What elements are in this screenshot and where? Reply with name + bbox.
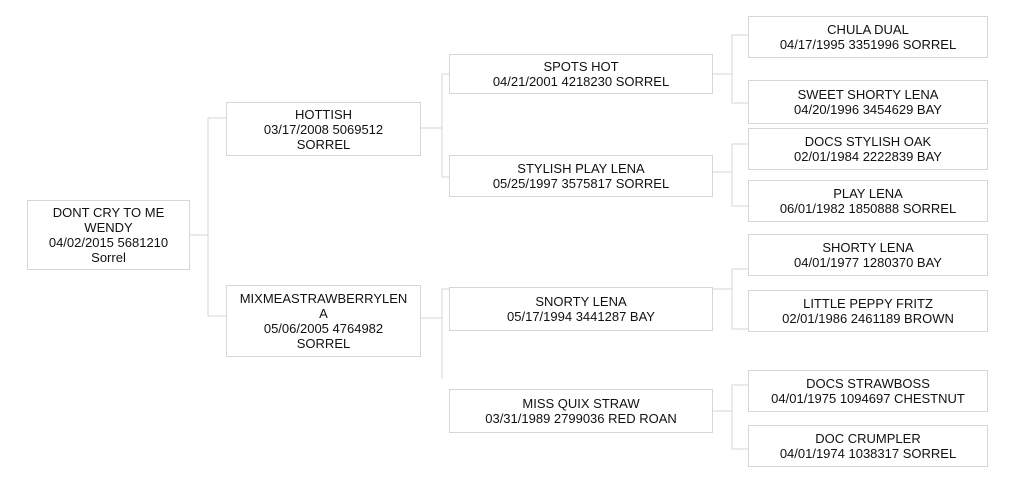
dam-box: MIXMEASTRAWBERRYLEN A 05/06/2005 4764982…: [226, 285, 421, 357]
dam-sire-box: SNORTY LENA 05/17/1994 3441287 BAY: [449, 287, 713, 331]
ggp-name: PLAY LENA: [833, 186, 903, 201]
dam-sire-name: SNORTY LENA: [535, 294, 627, 309]
sire-box: HOTTISH 03/17/2008 5069512 SORREL: [226, 102, 421, 156]
ggp-box-1: CHULA DUAL 04/17/1995 3351996 SORREL: [748, 16, 988, 58]
ggp-box-5: SHORTY LENA 04/01/1977 1280370 BAY: [748, 234, 988, 276]
ggp-box-4: PLAY LENA 06/01/1982 1850888 SORREL: [748, 180, 988, 222]
ggp-details: 04/01/1977 1280370 BAY: [794, 255, 942, 270]
subject-details: 04/02/2015 5681210: [48, 235, 169, 250]
dam-dam-name: MISS QUIX STRAW: [522, 396, 640, 411]
dam-name-line1: MIXMEASTRAWBERRYLEN: [239, 291, 408, 306]
ggp-details: 04/17/1995 3351996 SORREL: [779, 37, 957, 52]
ggp-details: 04/01/1975 1094697 CHESTNUT: [771, 391, 965, 406]
ggp-details: 02/01/1984 2222839 BAY: [794, 149, 942, 164]
ggp-name: SHORTY LENA: [822, 240, 914, 255]
ggp-name: DOCS STYLISH OAK: [804, 134, 932, 149]
ggp-details: 04/20/1996 3454629 BAY: [794, 102, 942, 117]
dam-dam-details: 03/31/1989 2799036 RED ROAN: [485, 411, 677, 426]
subject-name-line1: DONT CRY TO ME: [52, 205, 165, 220]
dam-name-line2: A: [319, 306, 328, 321]
sire-dam-details: 05/25/1997 3575817 SORREL: [492, 176, 670, 191]
ggp-name: LITTLE PEPPY FRITZ: [803, 296, 933, 311]
sire-color: SORREL: [296, 136, 351, 152]
dam-dam-box: MISS QUIX STRAW 03/31/1989 2799036 RED R…: [449, 389, 713, 433]
pedigree-subject-box: DONT CRY TO ME WENDY 04/02/2015 5681210 …: [27, 200, 190, 270]
ggp-box-3: DOCS STYLISH OAK 02/01/1984 2222839 BAY: [748, 128, 988, 170]
dam-sire-details: 05/17/1994 3441287 BAY: [507, 309, 655, 324]
sire-sire-name: SPOTS HOT: [543, 59, 619, 74]
sire-name: HOTTISH: [294, 106, 353, 122]
sire-dam-box: STYLISH PLAY LENA 05/25/1997 3575817 SOR…: [449, 155, 713, 197]
sire-sire-details: 04/21/2001 4218230 SORREL: [492, 74, 670, 89]
sire-sire-box: SPOTS HOT 04/21/2001 4218230 SORREL: [449, 54, 713, 94]
ggp-box-6: LITTLE PEPPY FRITZ 02/01/1986 2461189 BR…: [748, 290, 988, 332]
dam-details: 05/06/2005 4764982: [263, 321, 384, 336]
sire-details: 03/17/2008 5069512: [263, 121, 384, 137]
dam-color: SORREL: [296, 336, 351, 351]
ggp-name: SWEET SHORTY LENA: [797, 87, 939, 102]
subject-color: Sorrel: [91, 250, 126, 265]
ggp-details: 04/01/1974 1038317 SORREL: [779, 446, 957, 461]
subject-name-line2: WENDY: [84, 220, 133, 235]
ggp-box-2: SWEET SHORTY LENA 04/20/1996 3454629 BAY: [748, 80, 988, 124]
ggp-details: 06/01/1982 1850888 SORREL: [779, 201, 957, 216]
sire-dam-name: STYLISH PLAY LENA: [517, 161, 645, 176]
ggp-box-8: DOC CRUMPLER 04/01/1974 1038317 SORREL: [748, 425, 988, 467]
ggp-details: 02/01/1986 2461189 BROWN: [782, 311, 954, 326]
ggp-name: DOC CRUMPLER: [815, 431, 921, 446]
ggp-name: DOCS STRAWBOSS: [806, 376, 930, 391]
ggp-box-7: DOCS STRAWBOSS 04/01/1975 1094697 CHESTN…: [748, 370, 988, 412]
ggp-name: CHULA DUAL: [827, 22, 909, 37]
